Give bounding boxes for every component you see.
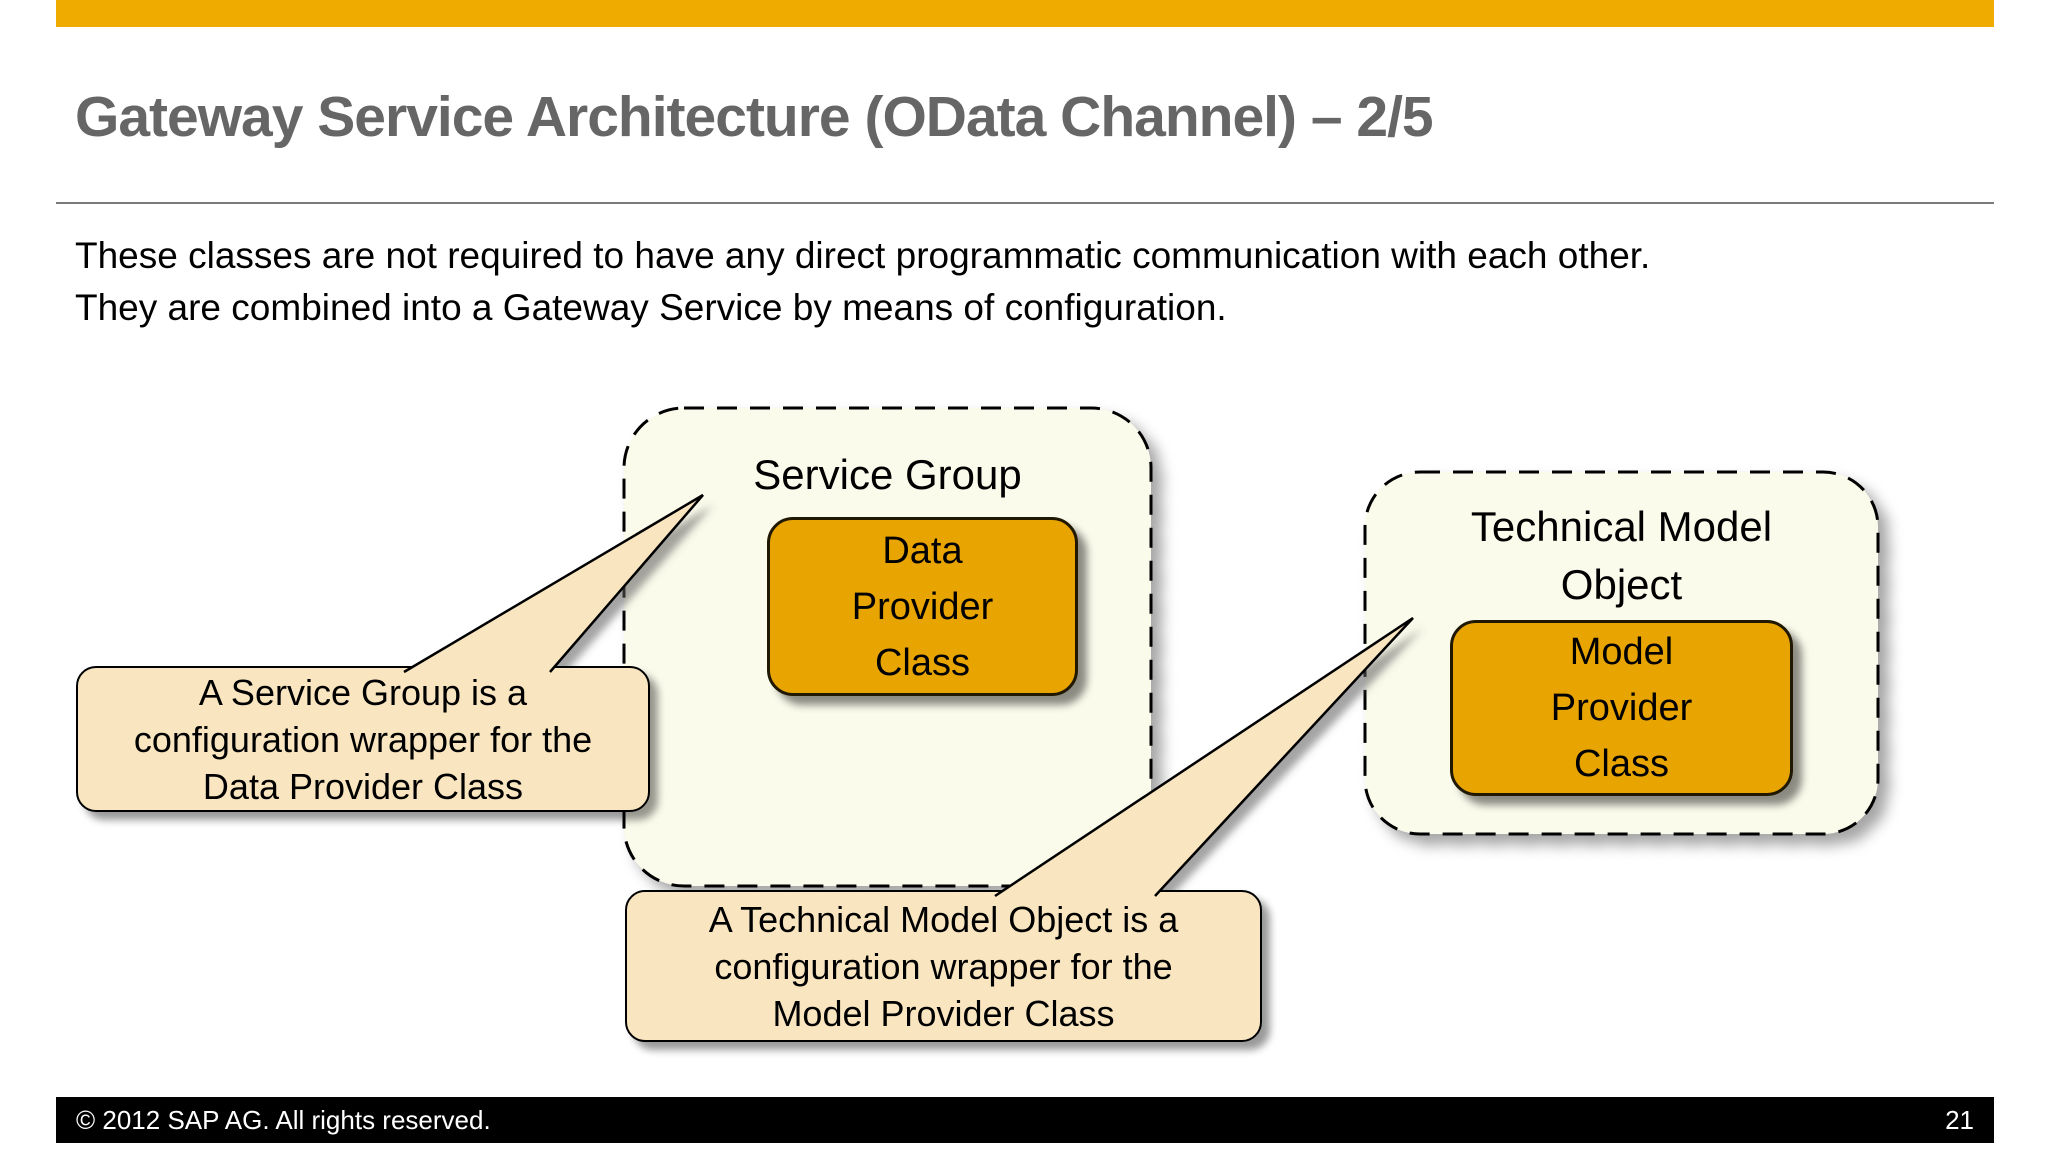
service-group-container: Service Group Data Provider Class [622,406,1153,888]
page-title: Gateway Service Architecture (OData Chan… [75,85,1434,149]
title-divider [56,202,1994,204]
service-group-label: Service Group [753,451,1022,498]
page-number: 21 [1945,1104,1974,1135]
brand-accent-bar [56,0,1994,27]
technical-model-object-callout: A Technical Model Object is a configurat… [625,890,1262,1042]
copyright-text: © 2012 SAP AG. All rights reserved. [76,1104,491,1135]
technical-model-object-label: Technical Model Object [1470,503,1773,608]
service-group-callout: A Service Group is a configuration wrapp… [76,666,650,812]
footer-bar: © 2012 SAP AG. All rights reserved. 21 [56,1097,1994,1143]
model-provider-class-box: Model Provider Class [1450,620,1793,796]
intro-paragraph: These classes are not required to have a… [75,235,1651,328]
technical-model-object-container: Technical Model Object Model Provider Cl… [1363,470,1880,836]
data-provider-class-box: Data Provider Class [767,517,1078,696]
